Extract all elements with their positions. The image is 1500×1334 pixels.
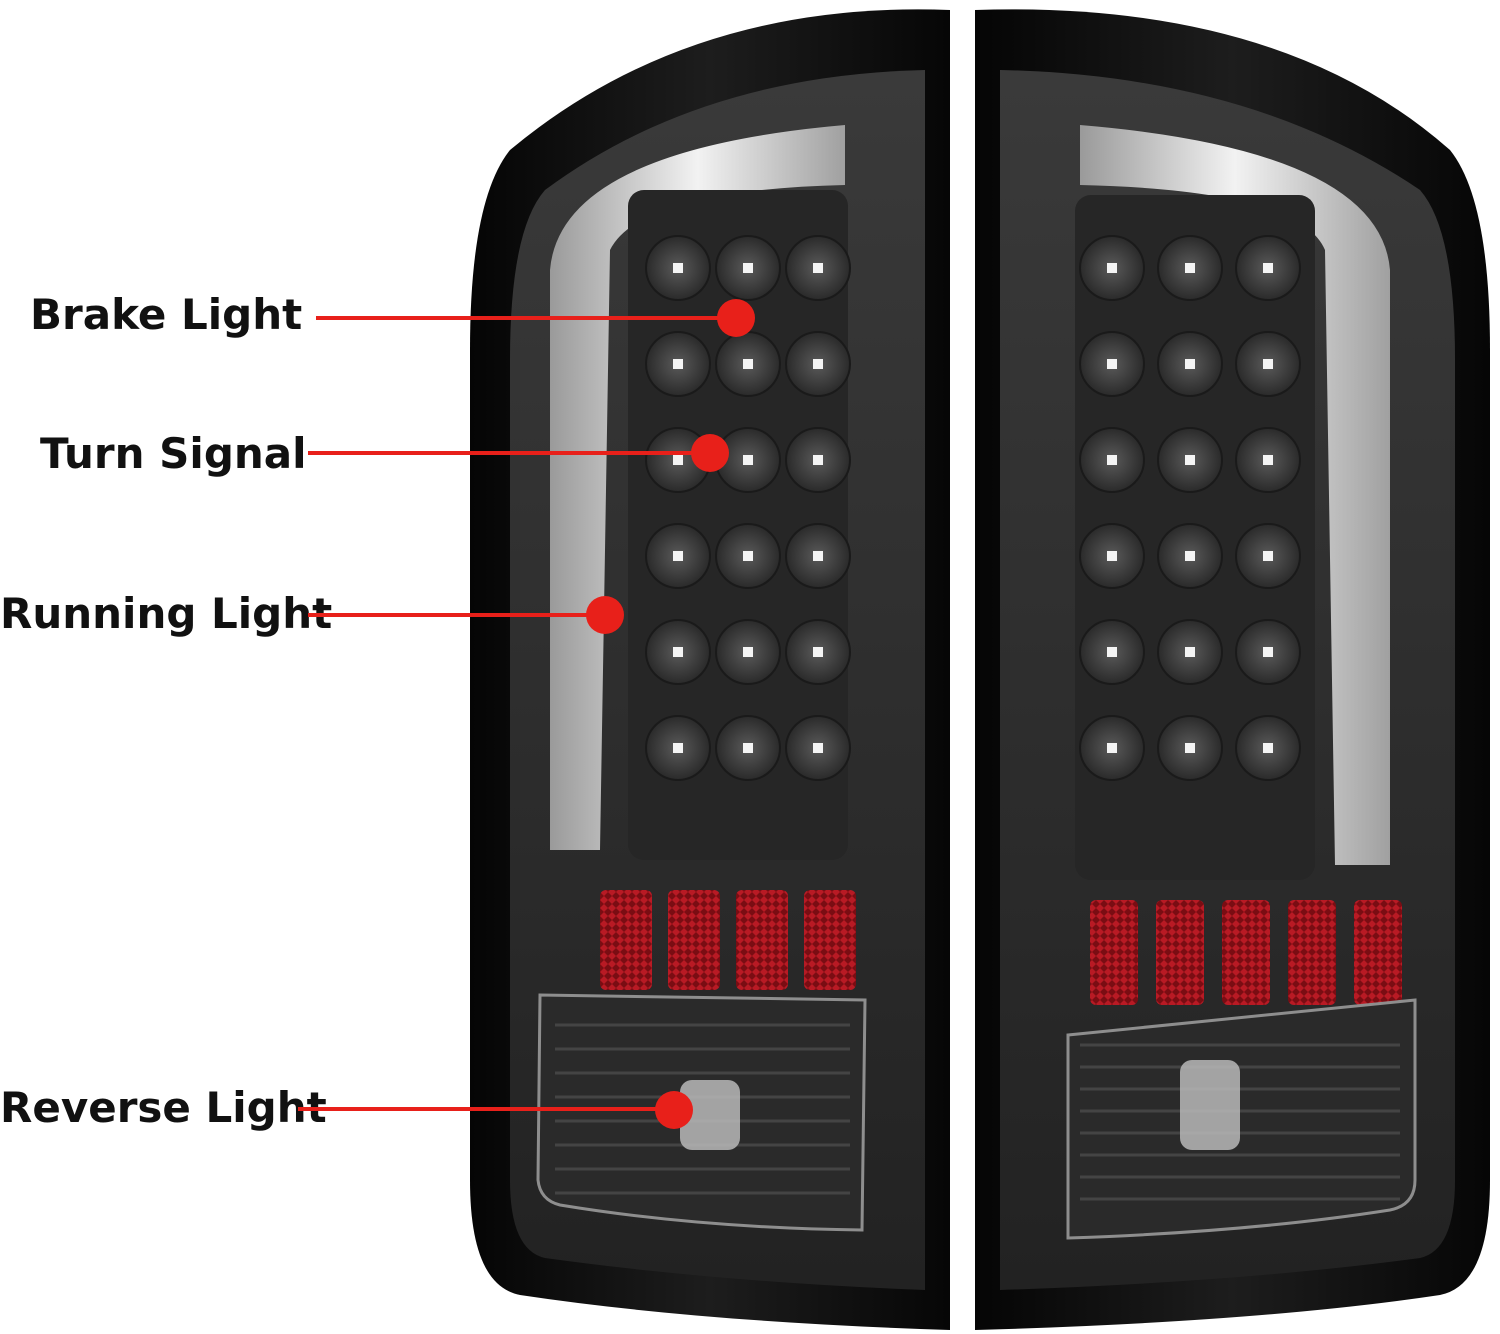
right-reverse-lens: [1066, 998, 1417, 1240]
reflector-cell: [1354, 900, 1402, 1005]
led-emitter: [743, 455, 753, 465]
led-emitter: [1185, 359, 1195, 369]
reflector-cell: [1288, 900, 1336, 1005]
left-reflector-strip: [600, 890, 856, 990]
callout-dot-turn-signal: [691, 434, 729, 472]
callout-label-turn-signal: Turn Signal: [40, 429, 307, 478]
callout-label-running-light: Running Light: [0, 589, 333, 638]
led-emitter: [1107, 359, 1117, 369]
led-emitter: [1185, 455, 1195, 465]
led-emitter: [1107, 743, 1117, 753]
led-emitter: [1185, 263, 1195, 273]
callout-line-running-light: [308, 613, 605, 617]
right-reflector-strip: [1090, 900, 1402, 1005]
led-emitter: [813, 359, 823, 369]
led-emitter: [1185, 647, 1195, 657]
left-led-grid: [645, 235, 851, 781]
led-emitter: [1185, 743, 1195, 753]
led-emitter: [673, 455, 683, 465]
led-emitter: [1107, 455, 1117, 465]
led-emitter: [673, 551, 683, 561]
led-emitter: [813, 743, 823, 753]
reflector-cell: [668, 890, 720, 990]
callout-dot-running-light: [586, 596, 624, 634]
led-emitter: [1107, 263, 1117, 273]
led-emitter: [1263, 647, 1273, 657]
callout-dot-reverse-light: [655, 1091, 693, 1129]
callout-label-brake-light: Brake Light: [30, 290, 303, 339]
callout-line-turn-signal: [308, 451, 710, 455]
led-emitter: [813, 647, 823, 657]
reflector-cell: [736, 890, 788, 990]
reflector-cell: [1156, 900, 1204, 1005]
left-reverse-bulb: [680, 1080, 740, 1150]
callout-label-reverse-light: Reverse Light: [0, 1083, 327, 1132]
led-emitter: [673, 359, 683, 369]
callout-line-brake-light: [316, 316, 736, 320]
right-running-light-bar: [1080, 125, 1390, 865]
led-emitter: [1263, 359, 1273, 369]
led-emitter: [1263, 551, 1273, 561]
led-emitter: [673, 743, 683, 753]
led-emitter: [1107, 647, 1117, 657]
led-emitter: [673, 263, 683, 273]
callout-dot-brake-light: [717, 299, 755, 337]
led-emitter: [743, 263, 753, 273]
led-emitter: [813, 455, 823, 465]
reflector-cell: [1090, 900, 1138, 1005]
led-emitter: [673, 647, 683, 657]
led-emitter: [743, 647, 753, 657]
led-emitter: [1263, 743, 1273, 753]
led-emitter: [743, 551, 753, 561]
callout-line-reverse-light: [298, 1107, 676, 1111]
reflector-cell: [804, 890, 856, 990]
led-emitter: [743, 743, 753, 753]
led-emitter: [813, 551, 823, 561]
led-emitter: [1263, 455, 1273, 465]
led-emitter: [743, 359, 753, 369]
reflector-cell: [1222, 900, 1270, 1005]
left-tail-light: [470, 9, 950, 1330]
led-emitter: [813, 263, 823, 273]
led-emitter: [1185, 551, 1195, 561]
led-emitter: [1263, 263, 1273, 273]
reflector-cell: [600, 890, 652, 990]
right-tail-light: [975, 9, 1490, 1330]
led-emitter: [1107, 551, 1117, 561]
right-led-grid: [1079, 235, 1301, 781]
right-reverse-bulb: [1180, 1060, 1240, 1150]
left-running-light-bar: [550, 125, 845, 850]
